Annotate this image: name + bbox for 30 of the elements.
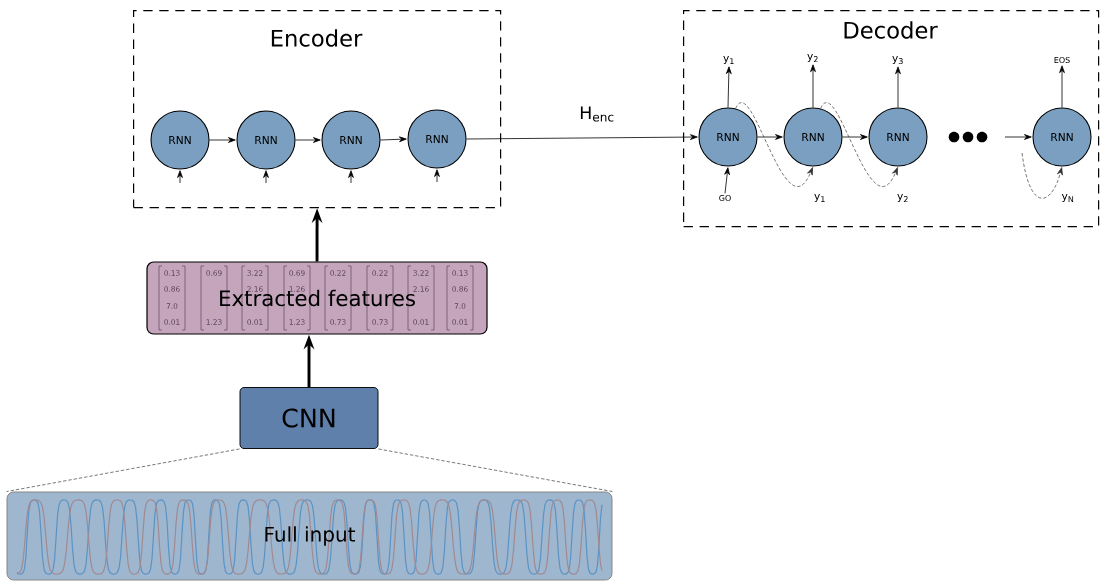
signal-label: GO bbox=[719, 195, 731, 201]
arrow bbox=[724, 167, 730, 194]
edge-label: y$_{2}$ bbox=[895, 192, 911, 204]
arrow bbox=[725, 66, 732, 108]
cnn-box: CNN bbox=[239, 387, 379, 449]
arrow bbox=[735, 102, 813, 187]
arrow bbox=[810, 64, 816, 108]
arrow bbox=[263, 170, 269, 184]
arrow bbox=[380, 136, 407, 143]
signal-label: y$_{3}$ bbox=[892, 55, 903, 65]
arrow bbox=[177, 170, 183, 184]
arrow bbox=[842, 134, 868, 140]
edge-label: y$_{N}$ bbox=[1060, 192, 1076, 204]
arrow bbox=[757, 134, 783, 140]
arrow bbox=[1004, 134, 1032, 140]
arrow bbox=[434, 169, 440, 183]
input-box: Full input bbox=[6, 491, 613, 581]
signal-label: EOS bbox=[1054, 56, 1070, 63]
edge-label: y$_{1}$ bbox=[812, 192, 828, 204]
edge-label: H$_{enc}$ bbox=[577, 105, 617, 123]
arrow bbox=[209, 137, 236, 143]
arrow bbox=[466, 134, 698, 140]
arrow bbox=[1059, 65, 1065, 108]
arrow bbox=[295, 137, 321, 143]
arrow bbox=[348, 170, 354, 184]
arrow bbox=[820, 102, 898, 187]
arrow bbox=[895, 66, 901, 108]
signal-label: y$_{1}$ bbox=[723, 56, 734, 65]
signal-label: y$_{2}$ bbox=[807, 53, 818, 63]
arrow bbox=[1021, 152, 1063, 199]
